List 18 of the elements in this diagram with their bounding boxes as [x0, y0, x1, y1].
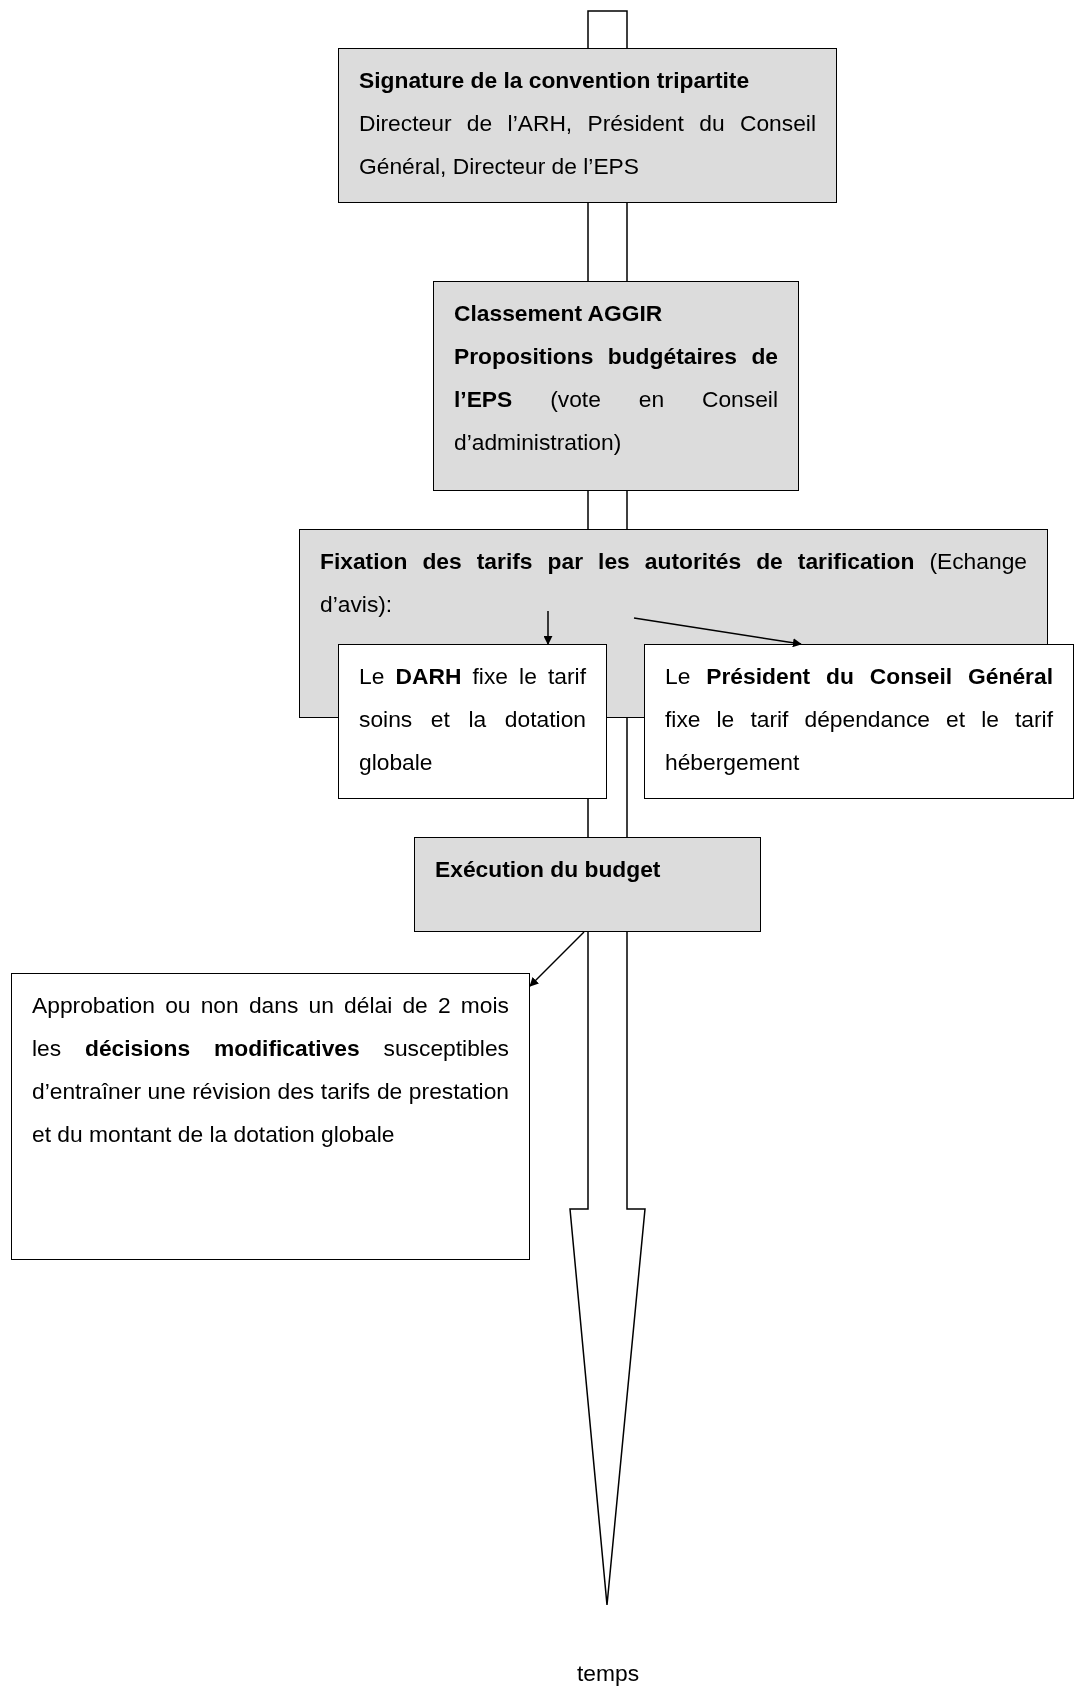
box-text: Le Président du Conseil Général fixe le tarif dépendance et le tarif hébergement	[665, 662, 1053, 777]
axis-label: temps	[575, 1660, 641, 1686]
arrow	[633, 617, 802, 648]
box-heading: Classement AGGIR	[454, 299, 664, 328]
text-box	[644, 644, 1074, 799]
box-heading: Signature de la convention tripartite	[359, 66, 751, 95]
process-box	[433, 281, 799, 491]
box-text: Approbation ou non dans un délai de 2 mois les décisions modificatives susceptibles d’entraîner une révision des tarifs de prestation et du montant de la dotation globale	[32, 991, 509, 1149]
box-text: Propositions budgétaires de l’EPS (vote en Conseil d’administration)	[454, 342, 778, 457]
process-box	[338, 48, 837, 203]
text-box	[338, 644, 607, 799]
box-text: Le DARH fixe le tarif soins et la dotation globale	[359, 662, 586, 777]
box-heading: Exécution du budget	[435, 855, 662, 884]
text-box	[11, 973, 530, 1260]
box-text: Fixation des tarifs par les autorités de tarification (Echange d’avis):	[320, 547, 1027, 619]
arrow	[543, 610, 553, 645]
process-box	[414, 837, 761, 932]
box-text: Directeur de l’ARH, Président du Conseil Général, Directeur de l’EPS	[359, 109, 816, 181]
